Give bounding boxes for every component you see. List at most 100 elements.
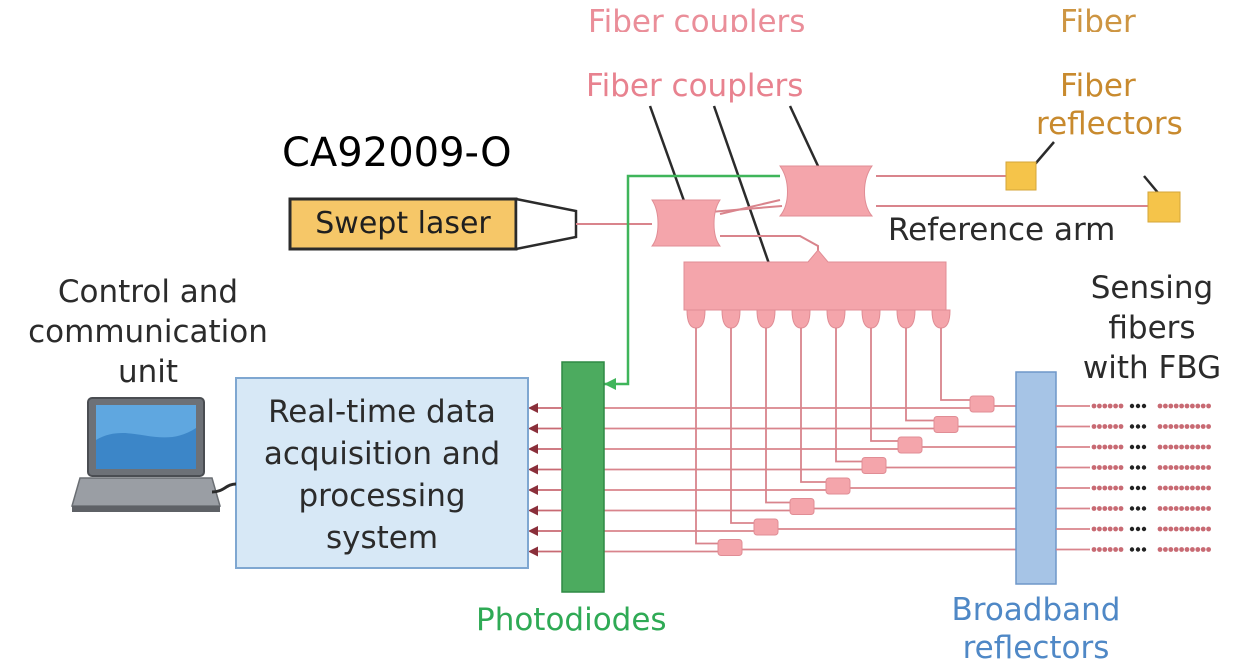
label-broadband-line1: Broadband — [952, 592, 1121, 628]
fbg-grating — [1200, 444, 1206, 450]
channel-feed-fiber — [940, 328, 970, 401]
fbg-grating — [1173, 465, 1179, 470]
reference-signal-arrowhead — [604, 378, 616, 390]
swept-laser-label: Swept laser — [315, 206, 491, 241]
fiber-coupler-1 — [650, 199, 722, 247]
fbg-grating — [1184, 424, 1190, 429]
fbg-grating — [1168, 444, 1174, 450]
fbg-ellipsis-dot — [1141, 465, 1147, 470]
fbg-grating — [1163, 444, 1168, 450]
fan-out-leg-tip — [686, 309, 706, 329]
fbg-grating — [1097, 403, 1102, 409]
fbg-ellipsis-dot — [1135, 526, 1141, 532]
fan-out-leg-tip — [861, 309, 881, 329]
fbg-grating — [1091, 424, 1097, 429]
fbg-grating — [1163, 506, 1168, 511]
fbg-ellipsis-dot — [1141, 485, 1147, 491]
fbg-grating — [1200, 547, 1206, 552]
channel-coupler — [933, 416, 959, 433]
fbg-ellipsis-dot — [1141, 424, 1147, 429]
fbg-grating — [1190, 485, 1195, 491]
swept-laser-nozzle — [514, 197, 578, 251]
fbg-ellipsis-dot — [1129, 547, 1135, 552]
fbg-grating — [1190, 506, 1195, 511]
fbg-grating — [1206, 506, 1211, 511]
fbg-grating — [1168, 506, 1174, 511]
fbg-grating — [1097, 465, 1102, 470]
channel-feed-fiber — [870, 328, 898, 442]
fbg-grating — [1206, 547, 1211, 552]
photodiode-arrows — [528, 403, 562, 557]
label-fiber-couplers: Fiber couplers — [586, 68, 803, 104]
fbg-grating — [1091, 485, 1097, 491]
fbg-grating — [1118, 506, 1124, 511]
watermark-code: CA92009-O — [282, 130, 512, 176]
label-reference-arm: Reference arm — [888, 212, 1115, 248]
fan-out-leg-tip — [721, 309, 741, 329]
fbg-grating — [1184, 506, 1190, 511]
fbg-grating — [1102, 526, 1108, 532]
channel-couplers — [717, 395, 995, 556]
fbg-grating — [1113, 485, 1118, 491]
reference-arm-fibers — [709, 175, 1160, 213]
fbg-grating — [1113, 403, 1118, 409]
fbg-grating — [1173, 403, 1179, 409]
fbg-grating — [1179, 444, 1184, 450]
fbg-ellipsis-dot — [1129, 424, 1135, 429]
processing-line4: system — [326, 520, 438, 556]
channel-coupler — [789, 498, 815, 515]
label-sensing-line1: Sensing — [1091, 270, 1214, 306]
channel-feed-fiber — [835, 328, 862, 463]
fan-out-leg-tip — [896, 309, 916, 329]
fbg-grating — [1168, 403, 1174, 409]
fbg-grating — [1113, 547, 1118, 552]
fbg-grating — [1163, 485, 1168, 491]
fbg-grating — [1190, 424, 1195, 429]
fbg-grating — [1113, 444, 1118, 450]
fbg-grating — [1206, 444, 1211, 450]
fbg-grating — [1102, 465, 1108, 470]
fbg-grating — [1184, 465, 1190, 470]
fbg-grating — [1107, 485, 1113, 491]
fbg-ellipsis-dot — [1141, 547, 1147, 552]
photodiode-arrowhead — [528, 485, 538, 495]
fbg-grating — [1097, 547, 1102, 552]
fan-out-coupler — [683, 249, 947, 311]
fbg-grating — [1097, 485, 1102, 491]
fbg-grating — [1179, 403, 1184, 409]
channel-fibers — [604, 328, 1016, 553]
processing-line3: processing — [298, 478, 465, 514]
photodiode-arrowhead — [528, 526, 538, 536]
channel-coupler — [717, 539, 743, 556]
photodiode-arrowhead — [528, 464, 538, 475]
fan-out-leg-tip — [756, 309, 776, 329]
fbg-grating — [1107, 424, 1113, 429]
channel-coupler — [753, 518, 779, 536]
fbg-grating — [1173, 506, 1179, 511]
header-mask — [0, 32, 1240, 54]
fbg-ellipsis-dot — [1129, 485, 1135, 491]
fbg-grating — [1157, 465, 1163, 470]
fbg-grating — [1102, 403, 1108, 409]
fbg-grating — [1173, 444, 1179, 450]
fbg-grating — [1190, 526, 1195, 532]
fbg-grating — [1102, 547, 1108, 552]
processing-line2: acquisition and — [264, 436, 500, 472]
fan-out-leg-tip — [931, 309, 951, 329]
fbg-grating — [1107, 465, 1113, 470]
fbg-grating — [1157, 526, 1163, 532]
fbg-grating — [1206, 465, 1211, 470]
fbg-grating — [1168, 465, 1174, 470]
fbg-grating — [1113, 526, 1118, 532]
fbg-grating — [1163, 403, 1168, 409]
fbg-ellipsis-dot — [1135, 424, 1141, 429]
fbg-grating — [1118, 547, 1124, 552]
fbg-grating — [1091, 506, 1097, 511]
channel-coupler — [861, 457, 887, 474]
fbg-grating — [1102, 485, 1108, 491]
fbg-grating — [1168, 526, 1174, 532]
fbg-grating — [1102, 506, 1108, 511]
fbg-grating — [1179, 506, 1184, 511]
fbg-grating — [1097, 506, 1102, 511]
